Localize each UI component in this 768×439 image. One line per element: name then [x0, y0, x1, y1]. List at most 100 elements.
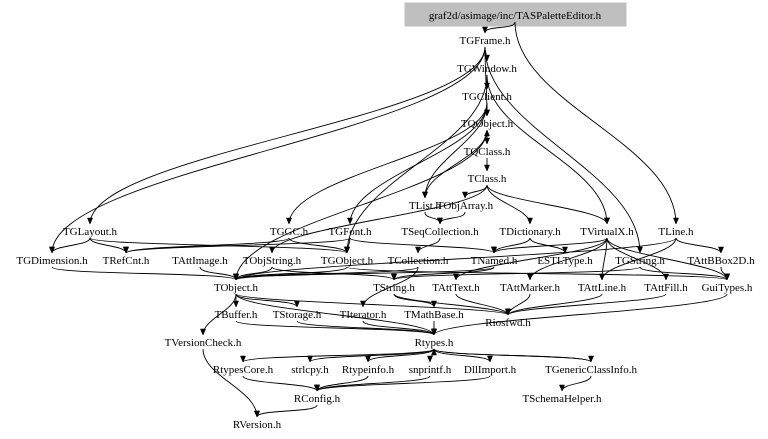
- edge-tstring-to-tmath-base: [393, 293, 435, 308]
- edge-tobj-array-to-tseq-collection: [439, 211, 466, 225]
- edge-tvirtual-x-to-gui-types: [606, 237, 728, 281]
- edge-tgstring-to-gui-types: [639, 266, 728, 281]
- edge-tgwindow-to-tvirtual-x: [486, 74, 608, 225]
- node-tline: TLine.h: [658, 226, 694, 238]
- node-tschema-helper: TSchemaHelper.h: [522, 393, 602, 405]
- edge-tstring-to-riosfwd: [393, 293, 509, 316]
- edge-rtypes-to-dll-import: [433, 348, 491, 363]
- arrowhead-root-to-tline: [673, 217, 679, 225]
- edge-tgdimension-to-tobject: [51, 266, 237, 281]
- edge-titerator-to-rtypes: [362, 320, 435, 336]
- node-tatt-marker: TAttMarker.h: [500, 282, 560, 294]
- edge-root-to-tline: [514, 21, 677, 225]
- edge-tnamed-to-tobject: [235, 266, 495, 281]
- arrowhead-tclass-to-tdictionary: [527, 217, 533, 225]
- node-tlist: TList.h: [409, 200, 442, 212]
- arrowhead-tnamed-to-tobject: [233, 273, 239, 281]
- edge-rtypes-to-rtypeinfo: [367, 348, 435, 363]
- edge-tbuffer-to-rtypes: [235, 320, 435, 336]
- edge-tvirtual-x-to-tatt-marker: [529, 237, 608, 281]
- edge-tatt-line-to-riosfwd: [507, 293, 603, 316]
- arrowhead-tvirtual-x-to-tatt-marker: [527, 273, 533, 281]
- node-snprintf: snprintf.h: [409, 364, 452, 376]
- arrowhead-rconfig-to-rversion: [254, 410, 260, 418]
- arrowhead-tgclient-to-tggc: [286, 217, 292, 225]
- node-tref-cnt: TRefCnt.h: [103, 255, 150, 267]
- arrowhead-tobject-to-tbuffer: [233, 300, 239, 308]
- edge-tgeneric-class-info-to-rtypes: [433, 348, 592, 363]
- node-tversion-check: TVersionCheck.h: [165, 337, 242, 349]
- arrowhead-tobject-to-tversion-check: [200, 328, 206, 336]
- arrowhead-rtypes-to-tgeneric-class-info: [588, 355, 594, 363]
- arrowhead-tgfont-to-tref-cnt: [123, 246, 129, 254]
- edge-rconfig-to-rversion: [256, 404, 318, 418]
- arrowhead-tgframe-to-tgstring: [637, 246, 643, 254]
- edge-tglayout-to-tgobject: [89, 237, 348, 254]
- node-tstring: TString.h: [373, 282, 415, 294]
- arrowhead-tqclass-to-tclass: [484, 164, 490, 172]
- node-tgstring: TGString.h: [615, 255, 665, 267]
- node-estltype: ESTLType.h: [537, 255, 593, 267]
- edge-tvirtual-x-to-tnamed: [493, 237, 608, 254]
- edge-tnamed-to-tstring: [393, 266, 495, 281]
- node-tgframe: TGFrame.h: [459, 35, 511, 47]
- arrowhead-dll-import-to-rconfig: [314, 384, 320, 392]
- edge-tgclient-to-tlist: [424, 102, 488, 199]
- node-strlcpy: strlcpy.h: [291, 364, 329, 376]
- node-tqobject: TQObject.h: [461, 118, 514, 130]
- edge-dll-import-to-rconfig: [316, 375, 491, 392]
- nodes-layer: graf2d/asimage/inc/TASPaletteEditor.hTGF…: [16, 10, 755, 431]
- node-tseq-collection: TSeqCollection.h: [401, 226, 479, 238]
- edge-tversion-check-to-rversion: [202, 348, 258, 418]
- edges-layer: [49, 21, 730, 418]
- edge-tgfont-to-tnamed: [349, 237, 495, 254]
- node-tggc: TGGC.h: [270, 226, 309, 238]
- edge-rtypeinfo-to-rconfig: [316, 375, 369, 392]
- node-tstorage: TStorage.h: [273, 309, 322, 321]
- arrowhead-tline-to-tatt-bbox2-d: [718, 246, 724, 254]
- node-tgobject: TGObject.h: [321, 255, 374, 267]
- node-tatt-text: TAttText.h: [432, 282, 480, 294]
- node-tobj-string: TObjString.h: [243, 255, 302, 267]
- edge-tobject-to-rtypes: [235, 293, 435, 336]
- edge-tatt-text-to-riosfwd: [455, 293, 509, 316]
- edge-gui-types-to-rtypes: [433, 293, 728, 336]
- node-tgwindow: TGWindow.h: [457, 63, 517, 75]
- edge-tgstring-to-tstring: [393, 266, 641, 281]
- root-node-label: graf2d/asimage/inc/TASPaletteEditor.h: [429, 10, 602, 22]
- arrowhead-tqclass-to-tqobject: [484, 129, 490, 137]
- arrowhead-tgclient-to-tgfont: [347, 217, 353, 225]
- edge-tobject-to-tstorage: [235, 293, 298, 308]
- edge-tgframe-to-tgstring: [484, 46, 641, 254]
- arrowhead-rtypes-to-rtypes-core: [240, 355, 246, 363]
- edge-tglayout-to-tref-cnt: [89, 237, 127, 254]
- node-tgeneric-class-info: TGenericClassInfo.h: [545, 364, 637, 376]
- arrowhead-tglayout-to-tgdimension: [49, 246, 55, 254]
- node-tcollection: TCollection.h: [388, 255, 449, 267]
- arrowhead-tseq-collection-to-tcollection: [415, 246, 421, 254]
- arrowhead-tobject-to-tstorage: [294, 300, 300, 308]
- arrowhead-tvirtual-x-to-tnamed: [491, 246, 497, 254]
- edge-rtypes-core-to-rconfig: [242, 375, 318, 392]
- node-rversion: RVersion.h: [233, 419, 282, 431]
- edge-tstorage-to-rtypes: [296, 320, 435, 336]
- node-tatt-image: TAttImage.h: [172, 255, 228, 267]
- node-rtypeinfo: Rtypeinfo.h: [342, 364, 395, 376]
- edge-tggc-to-tgobject: [288, 237, 348, 254]
- arrowhead-rtypes-to-rtypeinfo: [365, 355, 371, 363]
- node-tobject: TObject.h: [214, 282, 259, 294]
- arrowhead-tatt-bbox2-d-to-gui-types: [724, 273, 730, 281]
- edge-tatt-image-to-tobject: [199, 266, 237, 281]
- node-tqclass: TQClass.h: [464, 146, 511, 158]
- node-tatt-line: TAttLine.h: [578, 282, 627, 294]
- node-gui-types: GuiTypes.h: [702, 282, 753, 294]
- edge-tdictionary-to-tnamed: [493, 237, 531, 254]
- node-rtypes: Rtypes.h: [415, 337, 454, 349]
- node-tgfont: TGFont.h: [328, 226, 372, 238]
- arrowhead-rtypes-to-snprintf: [427, 355, 433, 363]
- node-tdictionary: TDictionary.h: [499, 226, 561, 238]
- arrowhead-tgstring-to-tstring: [391, 273, 397, 281]
- arrowhead-tqobject-to-tlist: [422, 191, 428, 199]
- arrowhead-tdictionary-to-estltype: [562, 246, 568, 254]
